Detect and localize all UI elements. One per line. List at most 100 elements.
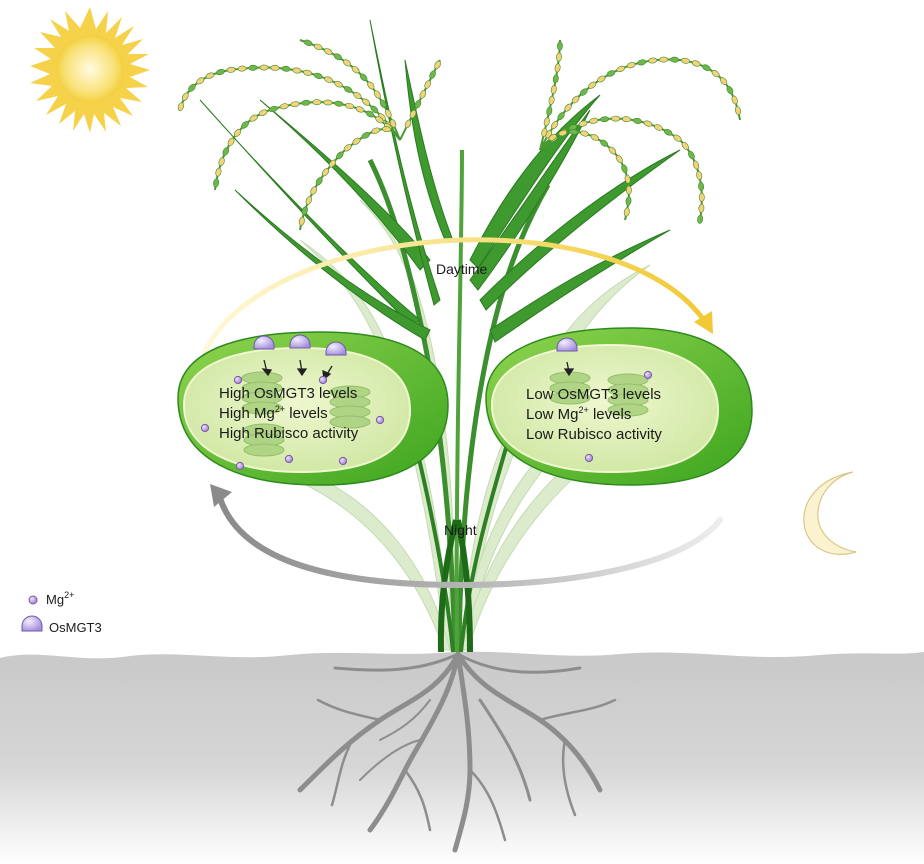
rice-grain xyxy=(622,116,631,122)
rice-grain xyxy=(654,123,664,131)
rice-grain xyxy=(569,129,578,134)
rice-grain xyxy=(731,95,739,105)
osmgt3-transporter-icon xyxy=(22,616,42,631)
rice-grain xyxy=(215,167,222,176)
daytime-label: Daytime xyxy=(436,261,487,277)
rice-grain xyxy=(670,57,679,63)
rice-grain xyxy=(334,100,343,106)
magnesium-ion-icon xyxy=(285,455,292,462)
rice-grain xyxy=(280,103,289,110)
rice-grain xyxy=(177,102,184,112)
rice-grain xyxy=(301,206,309,216)
rice-grain xyxy=(260,65,268,70)
rice-grain xyxy=(345,102,354,109)
rice-grain xyxy=(324,76,334,84)
rice-grain xyxy=(623,207,630,216)
rice-grain xyxy=(371,127,381,135)
rice-grain xyxy=(698,204,704,213)
rice-grain xyxy=(222,147,230,157)
rice-grain xyxy=(334,80,344,88)
day-osmgt3-level: High OsMGT3 levels xyxy=(219,384,358,404)
rice-grain xyxy=(546,106,553,115)
night-label: Night xyxy=(444,522,477,538)
rice-grain xyxy=(298,217,305,226)
rice-grain xyxy=(578,120,588,127)
rice-grain xyxy=(589,117,598,124)
magnesium-ion-icon xyxy=(339,457,346,464)
magnesium-ion-icon xyxy=(376,416,383,423)
rice-grain xyxy=(681,57,690,64)
rice-grain xyxy=(292,67,301,74)
rice-grain xyxy=(313,72,323,80)
night-osmgt3-level: Low OsMGT3 levels xyxy=(526,385,662,405)
rice-grain xyxy=(600,116,609,122)
rice-grain xyxy=(734,106,741,115)
rice-grain xyxy=(433,60,441,70)
rice-grain xyxy=(696,171,703,180)
rice-grain xyxy=(419,89,427,99)
rice-grain xyxy=(633,117,642,124)
rice-grain xyxy=(282,66,291,72)
magnesium-ion-icon xyxy=(29,596,37,604)
rice-grain xyxy=(313,100,322,105)
crescent-moon-icon xyxy=(804,472,856,554)
rice-grain xyxy=(698,182,704,191)
sun-icon xyxy=(30,7,150,133)
rice-grain xyxy=(324,100,333,106)
magnesium-ion-icon xyxy=(201,424,208,431)
magnesium-ion-icon xyxy=(585,454,592,461)
chloroplast-night-text: Low OsMGT3 levels Low Mg2+ levels Low Ru… xyxy=(526,385,662,445)
rice-grain xyxy=(218,157,226,167)
chloroplast-day-text: High OsMGT3 levels High Mg2+ levels High… xyxy=(219,384,358,444)
day-mg-level: High Mg2+ levels xyxy=(219,404,358,424)
magnesium-ion-icon xyxy=(234,376,241,383)
rice-grain xyxy=(205,72,215,80)
magnesium-ion-icon xyxy=(236,462,243,469)
rice-grain xyxy=(553,74,560,83)
rice-grain xyxy=(290,101,299,107)
rice-grain xyxy=(620,164,628,174)
rice-grain xyxy=(580,130,589,137)
rice-grain xyxy=(699,193,704,201)
rice-grain xyxy=(691,60,701,68)
legend-osmgt3-label: OsMGT3 xyxy=(49,620,102,635)
rice-grain xyxy=(543,117,550,126)
rice-grain xyxy=(355,105,365,113)
rice-grain xyxy=(616,65,626,73)
rice-grain xyxy=(227,67,236,73)
rice-grain xyxy=(271,65,280,71)
rice-grain xyxy=(313,43,323,51)
rice-grain xyxy=(557,42,563,51)
rice-grain xyxy=(269,105,278,112)
night-rubisco-activity: Low Rubisco activity xyxy=(526,425,662,445)
rice-grain xyxy=(625,197,631,206)
day-rubisco-activity: High Rubisco activity xyxy=(219,424,358,444)
rice-grain xyxy=(637,59,646,66)
rice-grain xyxy=(697,215,703,224)
rice-grain xyxy=(550,85,557,94)
rice-grain xyxy=(692,160,700,170)
rice-grain xyxy=(258,109,268,117)
rice-grain xyxy=(216,68,225,75)
rice-grain xyxy=(249,65,258,71)
rice-grain xyxy=(611,116,619,121)
rice-grain xyxy=(423,80,431,90)
rice-grain xyxy=(301,100,310,106)
legend-mg-label: Mg2+ xyxy=(46,592,74,607)
night-mg-level: Low Mg2+ levels xyxy=(526,405,662,425)
rice-grain xyxy=(428,70,436,80)
rice-grain xyxy=(648,57,657,63)
rice-grain xyxy=(554,63,560,72)
rice-grain xyxy=(213,178,220,187)
magnesium-ion-icon xyxy=(644,371,651,378)
rice-grain xyxy=(404,119,412,129)
rice-grain xyxy=(659,57,668,62)
magnesium-ion-icon xyxy=(319,376,326,383)
rice-grain xyxy=(548,96,555,105)
rice-grain xyxy=(303,39,313,47)
rice-grain xyxy=(238,66,247,72)
rice-grain xyxy=(643,120,653,128)
rice-grain xyxy=(626,186,631,195)
